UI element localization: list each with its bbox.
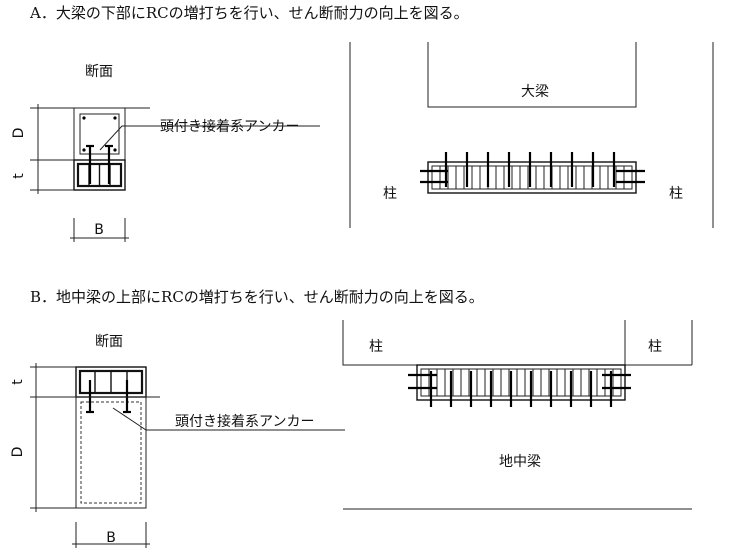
section-b-dim-b: B [106,530,116,546]
section-a-added-concrete-elevation [427,161,637,194]
section-b-heading: B．地中梁の上部にRCの増打ちを行い、せん断耐力の向上を図る。 [30,288,484,306]
section-a-dim-d: D [11,128,27,139]
section-b-elevation: 柱 柱 地中梁 [342,320,693,510]
section-b-dim-t: t [10,379,26,385]
section-a-cross-section: 断面 頭付き接着系アンカー D t B [11,64,320,242]
section-b-cross-section: 断面 頭付き接着系アンカー t D B [10,334,345,548]
section-a-existing-stirrup [79,113,120,155]
section-a-section-label: 断面 [85,64,113,80]
section-b-column-left-label: 柱 [369,339,383,355]
section-a-headed-anchors [86,144,113,184]
section-a-existing-beam [73,107,126,161]
section-a-dim-b: B [94,222,104,238]
section-b-existing-beam [75,396,147,509]
section-a-elevation: 大梁 柱 柱 [349,42,714,228]
section-a-stirrup-hatch [439,166,625,189]
section-b-stirrup-hatch [428,369,614,396]
section-a-anchor-label: 頭付き接着系アンカー [160,118,299,135]
section-b-added-concrete-elevation [416,364,626,401]
section-b-elevation-anchors [429,371,613,407]
section-b-headed-anchors [86,380,131,414]
section-a-beam-label: 大梁 [521,84,549,100]
section-b-existing-stirrup [80,401,142,504]
section-a-elevation-anchors [444,152,616,187]
section-a-column-left-label: 柱 [383,186,397,202]
section-b-dim-d: D [10,447,26,458]
section-b-anchor-label: 頭付き接着系アンカー [175,413,314,430]
section-b-end-bars [408,373,631,390]
section-a-end-bars [420,169,645,184]
section-b-anchor-leader [112,407,345,431]
section-a-column-right-label: 柱 [669,186,683,202]
section-a-added-concrete [73,159,126,191]
section-a-dim-t: t [11,173,27,179]
section-b-column-left-edge [342,320,417,366]
section-a-heading: A．大梁の下部にRCの増打ちを行い、せん断耐力の向上を図る。 [29,4,469,22]
section-b-section-label: 断面 [95,334,123,350]
section-b-beam-label: 地中梁 [499,454,541,470]
section-a-beam-outline [427,42,637,108]
section-a-anchor-leader [99,125,320,151]
section-b-column-right-label: 柱 [648,339,662,355]
